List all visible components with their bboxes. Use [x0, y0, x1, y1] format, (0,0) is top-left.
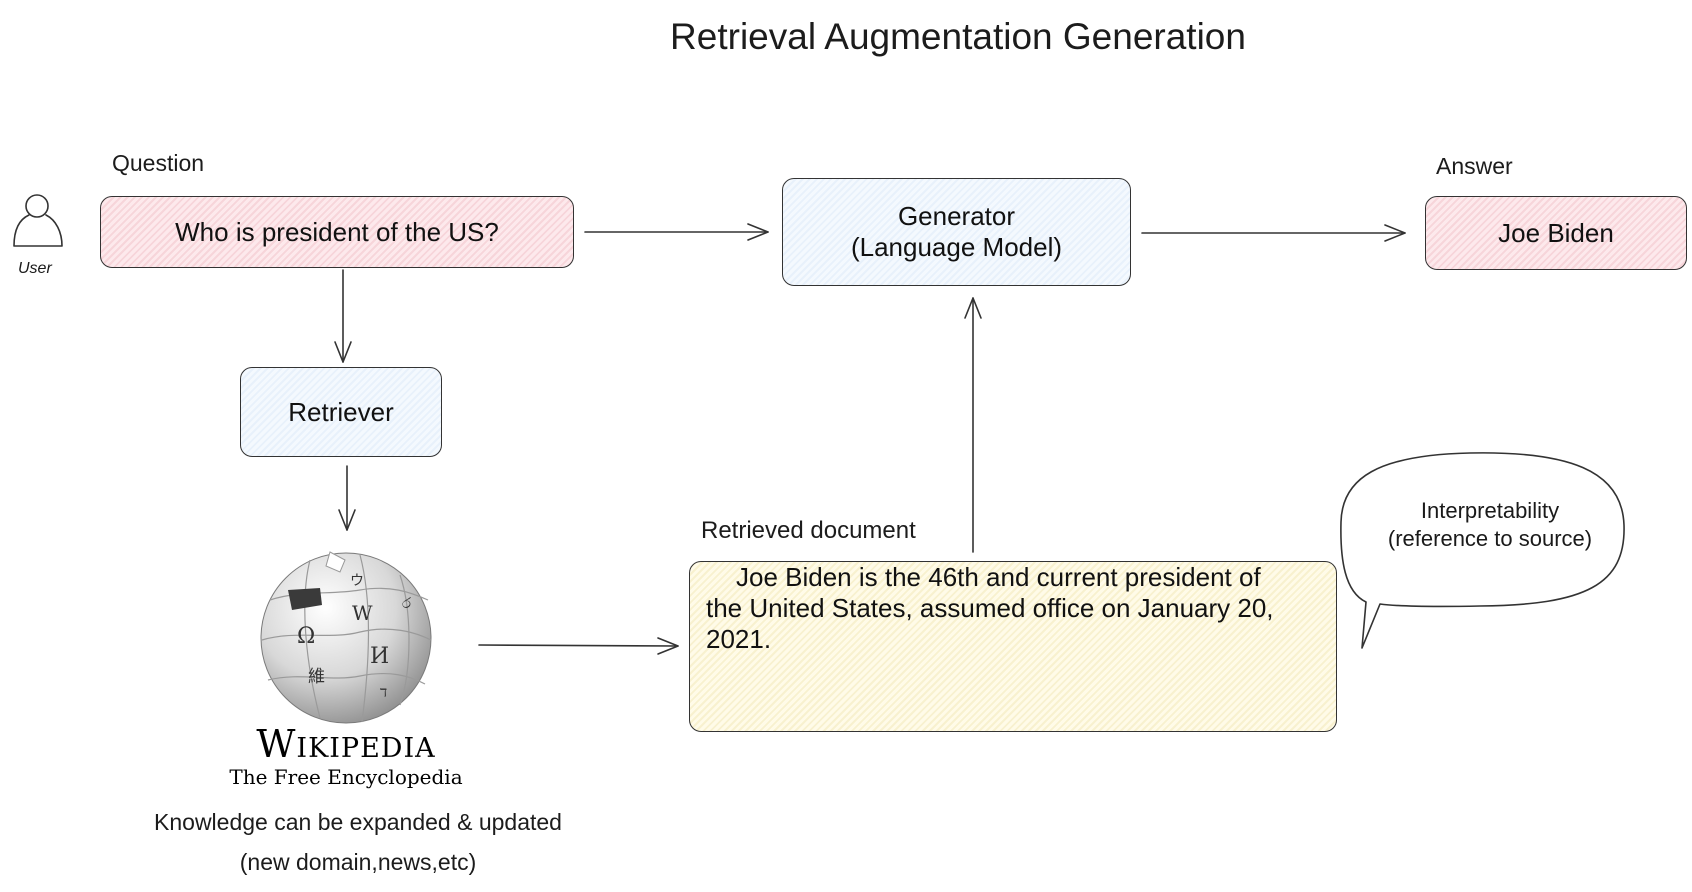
- arrow-generator-to-answer: [1141, 224, 1406, 242]
- svg-text:ウ: ウ: [350, 573, 364, 589]
- document-label: Retrieved document: [701, 517, 916, 544]
- arrow-question-to-generator: [584, 223, 769, 241]
- diagram-title: Retrieval Augmentation Generation: [0, 16, 1692, 58]
- arrow-retriever-to-wikipedia: [338, 465, 356, 531]
- retriever-text: Retriever: [288, 396, 394, 427]
- callout-line-1: Interpretability: [1420, 498, 1560, 523]
- svg-text:ד: ד: [380, 683, 387, 701]
- svg-text:ර: ර: [402, 594, 411, 612]
- document-line-2: the United States, assumed office on Jan…: [706, 593, 1274, 623]
- callout-line-2: (reference to source): [1387, 526, 1593, 551]
- arrow-question-to-retriever: [334, 269, 352, 363]
- document-box: Joe Biden is the 46th and current presid…: [689, 561, 1337, 732]
- svg-text:W: W: [352, 601, 373, 625]
- wikipedia-globe-icon: Ω W И 維 ර ウ ד: [260, 551, 432, 724]
- svg-text:Ω: Ω: [297, 624, 315, 649]
- user-icon: [13, 194, 63, 247]
- question-label: Question: [112, 150, 205, 176]
- svg-text:維: 維: [308, 667, 325, 687]
- speech-bubble: [1340, 452, 1625, 649]
- wikipedia-wordmark: Wikipedia: [256, 722, 436, 766]
- question-box: Who is president of the US?: [100, 196, 574, 268]
- answer-box: Joe Biden: [1425, 196, 1687, 270]
- wikipedia-tagline: The Free Encyclopedia: [229, 765, 463, 789]
- knowledge-note-line1: Knowledge can be expanded & updated: [154, 809, 562, 835]
- generator-title: Generator: [897, 201, 1016, 231]
- question-text: Who is president of the US?: [175, 216, 499, 247]
- user-label: User: [18, 260, 52, 277]
- answer-label: Answer: [1436, 153, 1513, 179]
- svg-text:И: И: [370, 644, 389, 669]
- document-line-1: Joe Biden is the 46th and current presid…: [736, 562, 1261, 592]
- answer-text: Joe Biden: [1498, 217, 1614, 248]
- generator-subtitle: (Language Model): [850, 232, 1063, 262]
- arrow-document-to-generator: [964, 297, 982, 553]
- interpretability-callout: Interpretability (reference to source): [1370, 497, 1610, 553]
- document-line-3: 2021.: [706, 624, 772, 654]
- knowledge-note-line2: (new domain,news,etc): [239, 849, 477, 875]
- title-text: Retrieval Augmentation Generation: [670, 16, 1246, 57]
- generator-box: Generator (Language Model): [782, 178, 1131, 286]
- arrow-wikipedia-to-document: [478, 637, 679, 655]
- retriever-box: Retriever: [240, 367, 442, 457]
